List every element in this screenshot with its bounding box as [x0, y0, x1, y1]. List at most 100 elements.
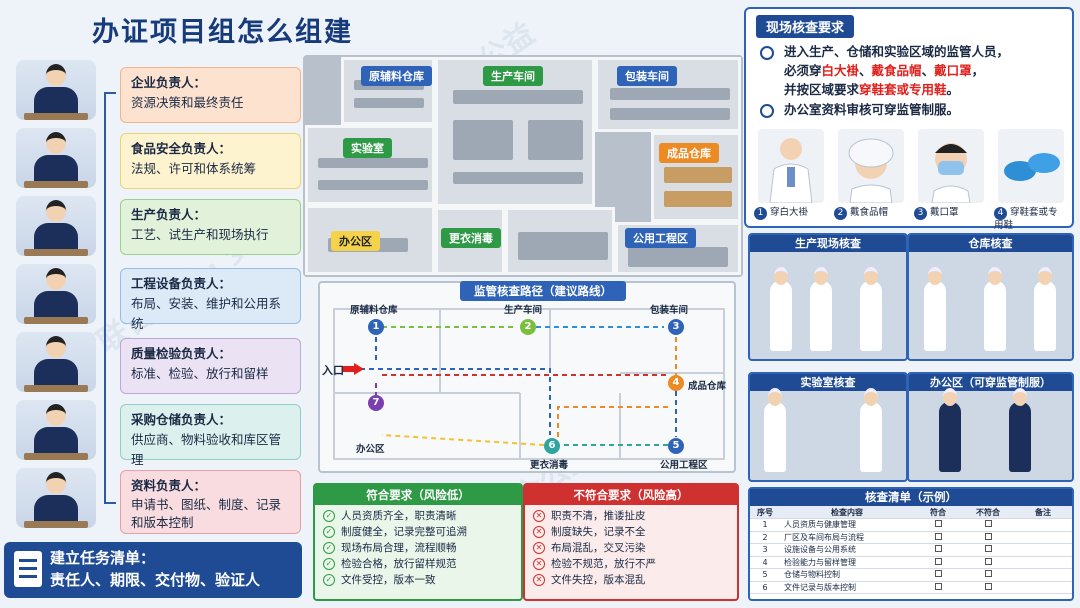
role-desc: 供应商、物料验收和库区管理	[131, 432, 282, 467]
role-card: 食品安全负责人： 法规、许可和体系统筹	[120, 133, 301, 189]
route-node-2: 2	[520, 319, 536, 335]
cross-icon: ✕	[533, 542, 545, 554]
inspection-route-diagram: 监管核查路径（建议路线） 入口 1 原辅料仓库 2 生产	[318, 281, 736, 473]
checkbox[interactable]	[934, 557, 942, 565]
route-node-5-label: 公用工程区	[660, 460, 708, 471]
person-icon	[16, 264, 96, 324]
label-raw-warehouse: 原辅料仓库	[361, 66, 432, 86]
check-circle-icon	[760, 46, 774, 60]
role-name: 生产负责人：	[131, 207, 207, 222]
list-item: ✕文件失控，版本混乱	[525, 572, 737, 588]
shoe-cover-icon	[998, 129, 1064, 203]
route-title: 监管核查路径（建议路线）	[460, 281, 626, 301]
onsite-title: 现场核查要求	[756, 15, 855, 38]
route-node-7: 7	[368, 395, 384, 411]
route-node-7-label: 办公区	[356, 444, 385, 455]
cross-icon: ✕	[533, 526, 545, 538]
role-name: 资料负责人：	[131, 478, 207, 493]
label-changing: 更衣消毒	[441, 228, 501, 248]
checkbox[interactable]	[984, 532, 992, 540]
checkbox[interactable]	[984, 570, 992, 578]
checklist-title: 核查清单（示例）	[750, 489, 1072, 506]
label-production: 生产车间	[483, 66, 543, 86]
onsite-rule-1: 进入生产、仓储和实验区域的监管人员， 必须穿白大褂、戴食品帽、戴口罩， 并按区域…	[784, 44, 1010, 97]
role-desc: 申请书、图纸、制度、记录和版本控制	[131, 497, 282, 530]
room-packaging	[595, 57, 741, 132]
role-card: 质量检验负责人：标准、检验、放行和留样	[120, 338, 301, 394]
entrance-label: 入口	[322, 364, 344, 377]
label-finished-warehouse: 成品仓库	[659, 143, 719, 163]
noncompliant-box: 不符合要求（风险高） ✕职责不清，推诿扯皮 ✕制度缺失，记录不全 ✕布局混乱，交…	[523, 483, 739, 601]
role-desc: 工艺、试生产和现场执行	[131, 227, 269, 242]
checkbox[interactable]	[934, 532, 942, 540]
checkbox[interactable]	[934, 545, 942, 553]
onsite-requirements-panel: 现场核查要求 进入生产、仓储和实验区域的监管人员， 必须穿白大褂、戴食品帽、戴口…	[744, 7, 1074, 231]
person-icon	[16, 128, 96, 188]
role-card: 资料负责人： 申请书、图纸、制度、记录和版本控制	[120, 470, 301, 534]
checkbox[interactable]	[934, 582, 942, 590]
role-desc: 布局、安装、维护和公用系统	[131, 296, 282, 331]
role-card: 生产负责人： 工艺、试生产和现场执行	[120, 199, 301, 255]
photo-lab-inspection: 实验室核查	[748, 372, 908, 482]
role-desc: 资源决策和最终责任	[131, 95, 244, 110]
route-node-3: 3	[668, 319, 684, 335]
role-name: 食品安全负责人：	[131, 141, 232, 156]
route-node-6: 6	[544, 438, 560, 454]
label-office: 办公区	[331, 231, 380, 251]
label-utility: 公用工程区	[625, 228, 696, 248]
list-item: ✓制度健全，记录完整可追溯	[315, 524, 521, 540]
list-item: ✓现场布局合理，流程顺畅	[315, 540, 521, 556]
person-icon	[16, 196, 96, 256]
role-name: 企业负责人：	[131, 75, 207, 90]
task-list-banner: 建立任务清单： 责任人、期限、交付物、验证人	[4, 542, 302, 598]
compliant-title: 符合要求（风险低）	[315, 485, 521, 505]
photo-production-inspection: 生产现场核查	[748, 233, 908, 361]
label-packaging: 包装车间	[617, 66, 677, 86]
cross-icon: ✕	[533, 574, 545, 586]
photo-title: 实验室核查	[750, 374, 906, 391]
checkbox[interactable]	[984, 557, 992, 565]
role-name: 采购仓储负责人：	[131, 412, 232, 427]
list-item: ✓文件受控，版本一致	[315, 572, 521, 588]
person-icon	[16, 468, 96, 528]
task-list-items: 责任人、期限、交付物、验证人	[50, 571, 261, 589]
mask-icon	[918, 129, 984, 204]
food-cap-icon	[838, 129, 904, 204]
list-item: ✕检验不规范，放行不严	[525, 556, 737, 572]
role-desc: 法规、许可和体系统筹	[131, 161, 257, 176]
room-changing	[435, 207, 505, 275]
check-icon: ✓	[323, 542, 335, 554]
route-node-1-label: 原辅料仓库	[350, 305, 398, 316]
checkbox[interactable]	[984, 582, 992, 590]
person-icon	[16, 60, 96, 120]
role-desc: 标准、检验、放行和留样	[131, 366, 269, 381]
role-name: 工程设备负责人：	[131, 276, 232, 291]
photo-title: 仓库核查	[909, 235, 1072, 252]
list-item: ✕布局混乱，交叉污染	[525, 540, 737, 556]
checkbox[interactable]	[984, 520, 992, 528]
route-node-1: 1	[368, 319, 384, 335]
role-card: 采购仓储负责人： 供应商、物料验收和库区管理	[120, 404, 301, 467]
person-icon	[16, 400, 96, 460]
list-item: ✓人员资质齐全，职责清晰	[315, 508, 521, 524]
label-lab: 实验室	[343, 138, 392, 158]
checkbox[interactable]	[934, 570, 942, 578]
check-icon: ✓	[323, 558, 335, 570]
page-title: 办证项目组怎么组建	[92, 17, 353, 48]
list-item: ✕制度缺失，记录不全	[525, 524, 737, 540]
noncompliant-title: 不符合要求（风险高）	[525, 485, 737, 505]
checkbox[interactable]	[984, 545, 992, 553]
cross-icon: ✕	[533, 510, 545, 522]
route-paths	[333, 308, 725, 460]
person-icon	[16, 332, 96, 392]
checkbox[interactable]	[934, 520, 942, 528]
